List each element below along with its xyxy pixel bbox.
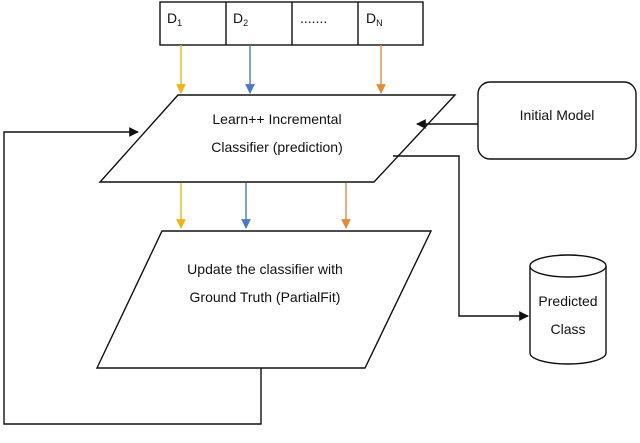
update-node: Update the classifier with Ground Truth … [95, 230, 433, 369]
classifier-label-line1: Learn++ Incremental [212, 111, 341, 127]
data-block-dn: DN [366, 10, 383, 28]
data-block-d1: D1 [167, 10, 182, 28]
data-blocks: D1 D2 ....... DN [159, 1, 424, 46]
update-label-line2: Ground Truth (PartialFit) [190, 289, 341, 305]
classifier-label-line2: Classifier (prediction) [211, 139, 342, 155]
initial-model-label: Initial Model [520, 107, 595, 123]
arrow-classifier-to-predicted [393, 155, 529, 321]
classifier-shape [98, 94, 457, 183]
initial-model-shape [477, 81, 637, 160]
data-input-arrows [176, 45, 386, 94]
classifier-output-arrows [176, 183, 351, 229]
update-label-line1: Update the classifier with [187, 261, 343, 277]
feedback-loop-arrow [3, 127, 262, 425]
predicted-class-node: Predicted Class [529, 254, 607, 365]
predicted-cylinder-top [529, 254, 607, 278]
update-shape [95, 230, 433, 369]
predicted-label-line1: Predicted [538, 293, 597, 309]
predicted-label-line2: Class [550, 321, 585, 337]
initial-model-node: Initial Model [477, 81, 637, 160]
data-block-d2: D2 [233, 10, 248, 28]
classifier-node: Learn++ Incremental Classifier (predicti… [98, 94, 457, 183]
predicted-cylinder-body [529, 266, 607, 365]
data-block-ellipsis: ....... [300, 10, 327, 26]
